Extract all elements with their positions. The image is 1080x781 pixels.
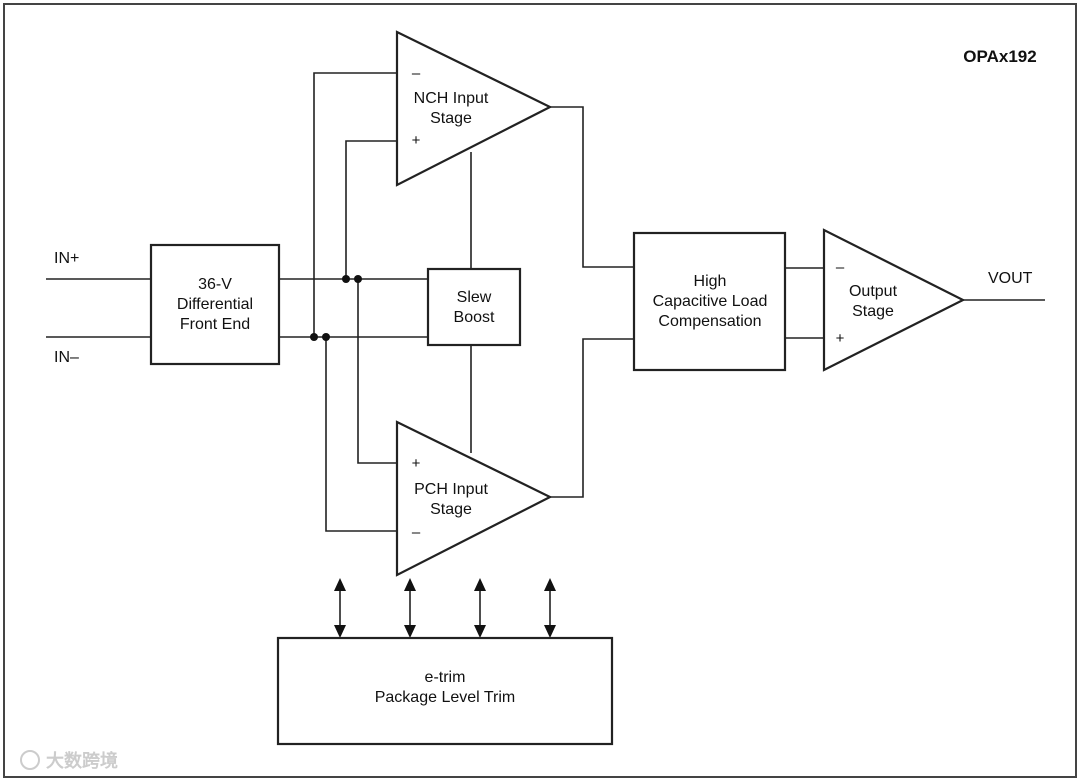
pch-inv-feed xyxy=(325,337,397,532)
slew-boost-block: Slew Boost xyxy=(426,267,522,347)
diagram-title: OPAx192 xyxy=(963,47,1036,66)
compensation-block: High Capacitive Load Compensation xyxy=(632,231,787,372)
front-end-line-2: Differential xyxy=(177,296,253,313)
pch-label-line-1: PCH Input xyxy=(414,481,488,498)
etrim-line-1: e-trim xyxy=(425,669,466,686)
nch-inv-feed xyxy=(313,72,397,337)
watermark-text: 大数跨境 xyxy=(46,750,118,771)
compensation-line-3: Compensation xyxy=(658,313,761,330)
etrim-arrow xyxy=(474,578,486,638)
etrim-arrow xyxy=(334,578,346,638)
front-end-block: 36-V Differential Front End xyxy=(149,243,281,366)
compensation-line-1: High xyxy=(694,273,727,290)
pch-inv-sign: – xyxy=(412,524,421,541)
nch-noninv-sign: + xyxy=(412,132,421,149)
etrim-line-2: Package Level Trim xyxy=(375,689,516,706)
nch-label-line-1: NCH Input xyxy=(414,90,489,107)
front-end-line-1: 36-V xyxy=(198,276,232,293)
nch-out-wire xyxy=(550,106,634,268)
in-plus-label: IN+ xyxy=(54,250,79,267)
nch-label-line-2: Stage xyxy=(430,110,472,127)
pch-noninv-sign: + xyxy=(412,455,421,472)
output-inv-sign: – xyxy=(836,259,845,276)
watermark: 大数跨境 xyxy=(20,750,118,771)
slew-boost-line-2: Boost xyxy=(454,309,495,326)
compensation-line-2: Capacitive Load xyxy=(653,293,768,310)
nch-inv-sign: – xyxy=(412,65,421,82)
nch-noninv-feed xyxy=(345,140,397,279)
output-label-line-2: Stage xyxy=(852,303,894,320)
etrim-arrow xyxy=(404,578,416,638)
output-noninv-sign: + xyxy=(836,330,845,347)
pch-label-line-2: Stage xyxy=(430,501,472,518)
vout-label: VOUT xyxy=(988,270,1033,287)
junction-dot xyxy=(322,333,330,341)
etrim-arrows xyxy=(334,578,556,638)
pch-out-wire xyxy=(550,338,634,498)
junction-dot xyxy=(342,275,350,283)
junction-dot xyxy=(354,275,362,283)
slew-boost-line-1: Slew xyxy=(457,289,492,306)
nch-amplifier: – + NCH Input Stage xyxy=(395,30,553,187)
output-label-line-1: Output xyxy=(849,283,898,300)
pch-noninv-feed xyxy=(357,279,397,464)
in-minus-label: IN– xyxy=(54,349,79,366)
junction-dot xyxy=(310,333,318,341)
wires xyxy=(46,72,1045,638)
junctions xyxy=(310,275,362,341)
etrim-arrow xyxy=(544,578,556,638)
pch-amplifier: + – PCH Input Stage xyxy=(395,420,553,577)
etrim-block: e-trim Package Level Trim xyxy=(276,636,614,746)
front-end-line-3: Front End xyxy=(180,316,250,333)
output-amplifier: – + Output Stage xyxy=(822,228,966,372)
watermark-logo-icon xyxy=(20,750,40,770)
